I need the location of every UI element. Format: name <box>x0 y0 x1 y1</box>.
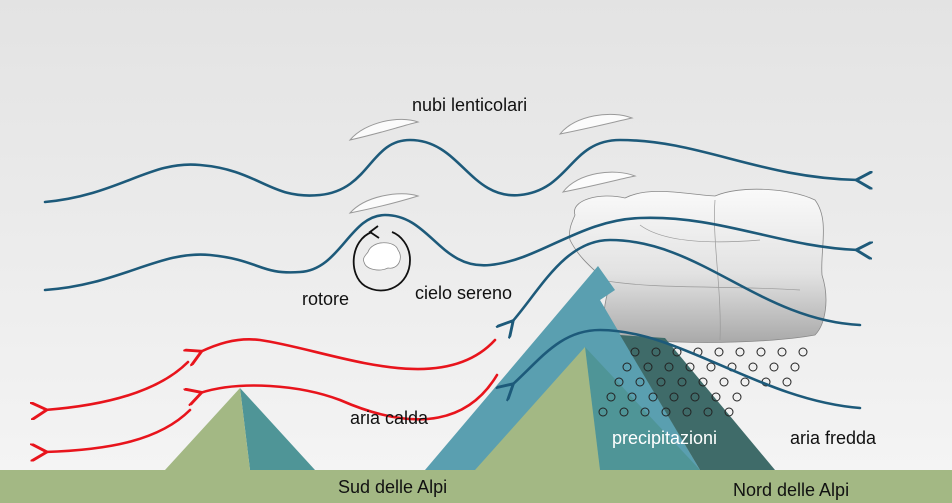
rotor-icon <box>352 225 411 292</box>
rain-drop <box>682 407 692 417</box>
rain-drop <box>748 362 758 372</box>
label-clear-sky: cielo sereno <box>415 283 512 303</box>
lenticular-clouds <box>348 113 637 214</box>
rain-drop <box>756 347 766 357</box>
rain-drop <box>643 362 653 372</box>
rain-drop <box>622 362 632 372</box>
label-lenticular: nubi lenticolari <box>412 95 527 115</box>
rain-drop <box>724 407 734 417</box>
rain-drop <box>677 377 687 387</box>
rain-drop <box>664 362 674 372</box>
label-warm-air: aria calda <box>350 408 429 428</box>
rain-drop <box>648 392 658 402</box>
rain-drop <box>685 362 695 372</box>
warm-air-lines <box>45 338 499 452</box>
label-south: Sud delle Alpi <box>338 477 447 497</box>
rain-drop <box>606 392 616 402</box>
rain-drop <box>782 377 792 387</box>
rain-drop <box>598 407 608 417</box>
rain-drop <box>698 377 708 387</box>
label-rotor: rotore <box>302 289 349 309</box>
rain-drop <box>735 347 745 357</box>
rain-drop <box>630 347 640 357</box>
rain-drop <box>714 347 724 357</box>
rain-drop <box>769 362 779 372</box>
ground <box>0 470 952 503</box>
rain-drop <box>690 392 700 402</box>
label-cold-air: aria fredda <box>790 428 877 448</box>
rain-drop <box>777 347 787 357</box>
label-north: Nord delle Alpi <box>733 480 849 500</box>
rain-drop <box>627 392 637 402</box>
alps-mountain <box>425 266 775 470</box>
wind-lines <box>43 138 860 410</box>
rain-drop <box>619 407 629 417</box>
rain-drop <box>656 377 666 387</box>
rain-drop <box>635 377 645 387</box>
small-mountain <box>165 388 315 470</box>
rain-drop <box>732 392 742 402</box>
rain-drop <box>669 392 679 402</box>
rain-drop <box>614 377 624 387</box>
rain-drop <box>719 377 729 387</box>
rain-drop <box>661 407 671 417</box>
rain-drop <box>703 407 713 417</box>
precipitation-drops <box>598 347 808 417</box>
rain-drop <box>740 377 750 387</box>
rain-drop <box>711 392 721 402</box>
rain-drop <box>640 407 650 417</box>
rain-drop <box>706 362 716 372</box>
label-precipitation: precipitazioni <box>612 428 717 448</box>
rain-drop <box>651 347 661 357</box>
rain-drop <box>798 347 808 357</box>
rain-drop <box>790 362 800 372</box>
